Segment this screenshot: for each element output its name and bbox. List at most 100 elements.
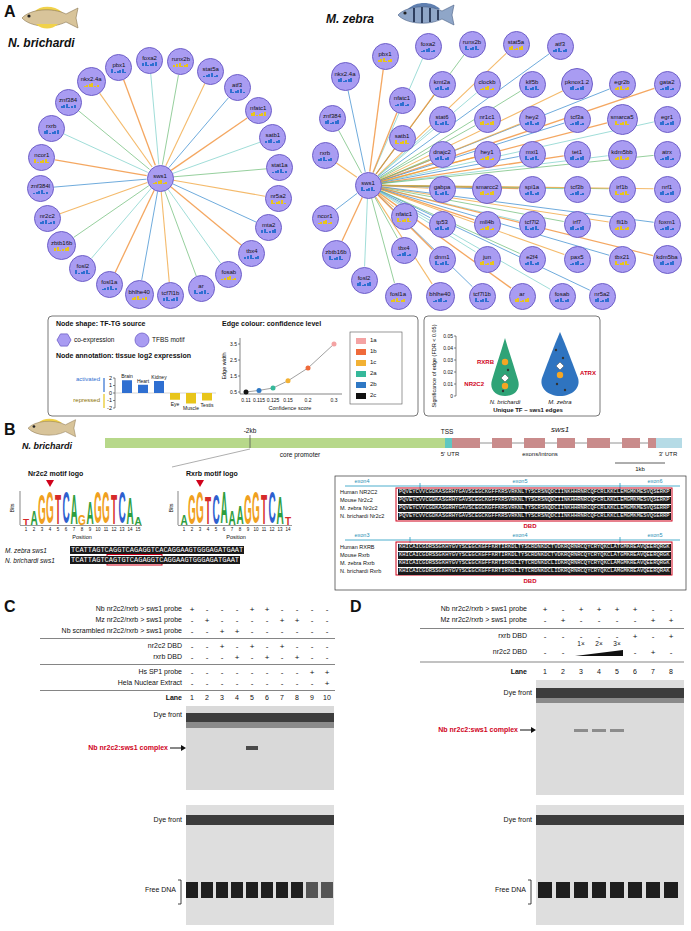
tf-node: tp53 — [429, 211, 456, 238]
band-label: Nb nr2c2:sws1 complex — [88, 744, 168, 752]
tf-node: egr2b — [609, 71, 636, 98]
condition-sign: + — [220, 642, 225, 652]
dna-sequence: TCATTAGTCAGTGTCAGAGGTCAGGAAGTGGGAGATGAAT — [70, 556, 240, 564]
tf-node: spi1a — [519, 176, 546, 203]
condition-sign: - — [206, 627, 209, 637]
condition-sign: - — [236, 668, 239, 678]
tf-node: runx2b — [459, 31, 486, 58]
lane-number: 1 — [190, 694, 194, 702]
node-label: nfatc1 — [250, 105, 266, 111]
tf-node: stat5a — [197, 58, 224, 85]
expression-bar — [330, 158, 332, 161]
expression-bar — [350, 78, 352, 82]
axis-title: Bits — [9, 503, 16, 512]
track-label: core promoter — [280, 451, 320, 459]
condition-sign: + — [669, 616, 674, 626]
expression-bar — [433, 50, 435, 52]
sequence-name: M. zebra Nr2c2 — [340, 505, 378, 512]
sequence-name: Human RXRB — [340, 544, 375, 551]
lane-number: 10 — [323, 694, 331, 702]
regulatory-edge — [100, 93, 153, 167]
tick-label: 2 — [33, 527, 36, 532]
tf-node: bhlhe40 — [125, 280, 154, 309]
expression-bars — [360, 187, 376, 191]
tf-node: gata2 — [654, 71, 681, 98]
node-label: satb1 — [265, 132, 280, 138]
node-label: ncor1 — [317, 213, 332, 219]
row-label: Mz nr2c2/rxrb > sws1 probe — [95, 616, 182, 624]
lane-number: 6 — [265, 694, 269, 702]
expression-bars — [569, 121, 585, 125]
node-label: e2f4 — [526, 254, 538, 260]
expression-bars — [251, 112, 267, 116]
tick-label: 2 — [191, 527, 194, 532]
tick-label: 4 — [49, 527, 52, 532]
tf-node: ar — [188, 275, 215, 302]
tf-node: ncor1 — [312, 205, 339, 232]
expression-bars — [317, 157, 333, 161]
condition-sign: - — [544, 616, 547, 626]
regulatory-edge — [142, 191, 158, 280]
lane-number: 3 — [220, 694, 224, 702]
tf-node: znf384 — [319, 105, 346, 132]
panel-letter: D — [350, 597, 362, 616]
tick-label: 0.125 — [267, 397, 280, 403]
lane-number: 7 — [651, 668, 655, 676]
protein-sequence: PQVEYCVVCGDKASGRHYGAVSCEGCKGFFKRSVRKNLTY… — [398, 505, 671, 512]
tick-label: 14 — [285, 527, 290, 532]
node-label: mta2 — [262, 222, 275, 228]
condition-sign: + — [561, 616, 566, 626]
tf-node: ncor1 — [28, 144, 55, 171]
tick-label: 5 — [57, 527, 60, 532]
species-name: N. brichardi — [22, 441, 72, 452]
condition-sign: - — [206, 653, 209, 663]
tf-node: runx2b — [167, 48, 194, 75]
expression-bars — [142, 62, 158, 66]
lane-number: 8 — [669, 668, 673, 676]
condition-sign: - — [311, 605, 314, 615]
motif-letter: G — [46, 487, 54, 532]
condition-sign: - — [191, 616, 194, 626]
node-label: tbx21 — [615, 254, 630, 260]
tick-label: 3.5 — [230, 341, 237, 347]
tf-node: pax5 — [564, 246, 591, 273]
tick-label: 1 — [109, 382, 112, 389]
expression-bar — [672, 228, 674, 230]
expression-bar — [521, 46, 523, 50]
node-label: bhlhe40 — [128, 289, 149, 295]
condition-sign: - — [311, 627, 314, 637]
node-label: pbx1 — [378, 51, 391, 57]
condition-sign: - — [296, 605, 299, 615]
motif-letter: T — [261, 490, 267, 532]
condition-sign: - — [221, 653, 224, 663]
tf-node: mxi1 — [519, 141, 546, 168]
condition-sign: - — [652, 605, 655, 615]
lane-number: 8 — [295, 694, 299, 702]
expression-bar — [176, 297, 178, 301]
legend-label: 2b — [370, 381, 377, 388]
node-label: kmt2a — [434, 79, 450, 85]
gene-callout: RXRB — [477, 359, 494, 366]
condition-sign: - — [221, 679, 224, 689]
gene-callout: NR2C2 — [464, 381, 484, 388]
regulatory-edge — [342, 197, 362, 241]
expression-bar — [447, 264, 449, 265]
expression-bar — [607, 298, 609, 302]
tf-node: nrf1 — [654, 176, 681, 203]
expression-bars — [514, 298, 530, 302]
expression-bar — [672, 261, 674, 265]
condition-sign: - — [206, 605, 209, 615]
condition-sign: - — [206, 679, 209, 689]
band-label: Dye front — [154, 711, 182, 719]
expression-bars — [594, 298, 610, 302]
regulatory-edge — [173, 180, 265, 196]
tf-node: stat5a — [503, 31, 530, 58]
legend-item: 1a — [356, 337, 377, 344]
tf-node: irf1b — [609, 176, 636, 203]
expression-bars — [614, 121, 630, 125]
node-label: nr5a2 — [594, 291, 609, 297]
condition-sign: + — [295, 616, 300, 626]
tick-label: 1 — [25, 527, 28, 532]
tick-label: 11 — [262, 527, 267, 532]
